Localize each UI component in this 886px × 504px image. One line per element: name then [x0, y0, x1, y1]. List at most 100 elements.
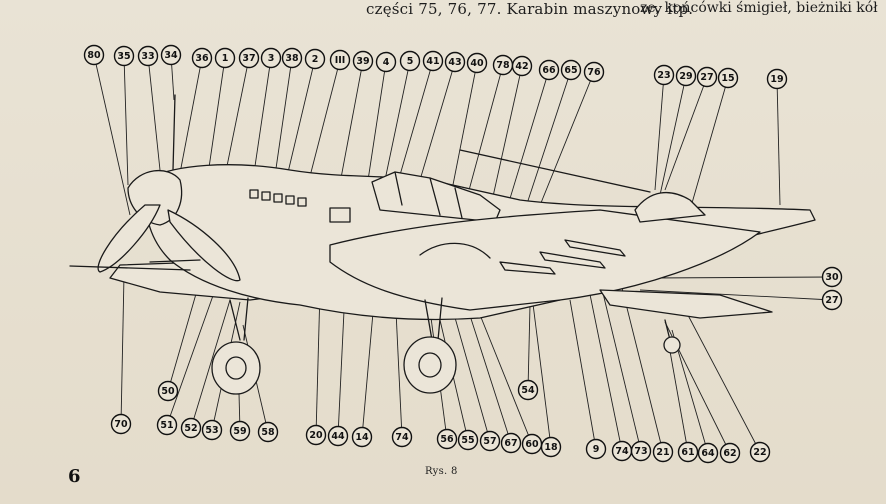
callout-label: 57 [483, 436, 496, 447]
callout-label: 18 [544, 442, 558, 453]
callout-bottom-5: 59 [229, 420, 251, 442]
callout-bottom-17: 54 [517, 379, 539, 401]
callout-circle [538, 59, 560, 81]
leader-line-top-17 [464, 64, 504, 206]
callout-top-7: 3 [260, 47, 282, 69]
callout-top-13: 5 [399, 50, 421, 72]
callout-top-4: 36 [191, 47, 213, 69]
callout-circle [457, 429, 479, 451]
leader-line-top-2 [147, 55, 161, 171]
callout-label: 43 [448, 57, 461, 68]
callout-label: III [335, 55, 346, 66]
callout-top-23: 29 [675, 65, 697, 87]
callout-circle [821, 266, 843, 288]
callout-label: 64 [701, 448, 715, 459]
callout-label: 44 [331, 431, 345, 442]
callout-label: 2 [312, 54, 319, 65]
leader-line-bottom-18 [569, 299, 597, 450]
leader-line-bottom-21 [619, 279, 664, 453]
callout-circle [583, 61, 605, 83]
callout-label: 34 [164, 50, 178, 61]
callout-bottom-15: 60 [521, 433, 543, 455]
leader-line-bottom-0 [120, 274, 125, 425]
callout-label: 73 [634, 446, 647, 457]
callout-circle [436, 428, 458, 450]
callout-circle [749, 441, 771, 463]
callout-label: 27 [825, 295, 838, 306]
callout-bottom-2: 51 [156, 414, 178, 436]
callout-bottom-6: 58 [257, 421, 279, 443]
callout-bottom-16: 18 [540, 436, 562, 458]
callout-circle [180, 417, 202, 439]
callout-bottom-10: 74 [391, 426, 413, 448]
header-text: części 75, 76, 77. Karabin maszynowy itp… [366, 0, 694, 18]
callout-circle [766, 68, 788, 90]
header-text-right: ze, końcówki śmigieł, bieżniki kół [640, 0, 878, 16]
callout-label: 65 [564, 65, 577, 76]
callout-label: 22 [753, 447, 766, 458]
leader-line-bottom-22 [667, 339, 689, 453]
callout-bottom-0: 70 [110, 413, 132, 435]
callout-top-18: 42 [511, 55, 533, 77]
callout-top-12: 4 [375, 51, 397, 73]
callout-label: 59 [233, 426, 246, 437]
callout-circle [585, 438, 607, 460]
callout-circle [717, 67, 739, 89]
callout-circle [399, 50, 421, 72]
callout-circle [630, 440, 652, 462]
callout-top-26: 19 [766, 68, 788, 90]
callout-label: 74 [615, 446, 629, 457]
callout-top-8: 38 [281, 47, 303, 69]
leader-line-top-0 [93, 54, 131, 216]
leader-line-top-14 [399, 60, 434, 176]
callout-label: 50 [161, 386, 175, 397]
callout-bottom-13: 57 [479, 430, 501, 452]
callout-label: 36 [195, 53, 209, 64]
callout-circle [157, 380, 179, 402]
callout-bottom-22: 61 [677, 441, 699, 463]
callout-top-19: 66 [538, 59, 560, 81]
callout-top-3: 34 [160, 44, 182, 66]
leader-line-top-9 [284, 58, 316, 186]
callout-circle [560, 59, 582, 81]
callout-label: 78 [496, 60, 510, 71]
leader-line-top-15 [419, 61, 456, 181]
callout-label: 56 [440, 434, 454, 445]
leader-line-top-24 [664, 76, 708, 191]
leader-line-right-0 [649, 276, 833, 279]
callout-label: 67 [504, 438, 517, 449]
callout-circle [517, 379, 539, 401]
callout-label: 14 [355, 432, 369, 443]
callout-label: 80 [87, 50, 101, 61]
callout-label: 51 [160, 420, 173, 431]
callout-label: 41 [426, 56, 439, 67]
callout-circle [304, 48, 326, 70]
leader-line-top-19 [504, 69, 550, 216]
callout-label: 42 [515, 61, 528, 72]
callout-circle [191, 47, 213, 69]
callout-circle [257, 421, 279, 443]
leader-line-bottom-7 [315, 289, 321, 436]
callout-top-15: 43 [444, 51, 466, 73]
aircraft-outline [69, 94, 816, 395]
leader-line-top-25 [689, 77, 729, 211]
callout-top-14: 41 [422, 50, 444, 72]
callout-circle [352, 50, 374, 72]
callout-label: 15 [721, 73, 734, 84]
callout-top-6: 37 [238, 47, 260, 69]
callout-circle [653, 64, 675, 86]
callout-right-0: 30 [821, 266, 843, 288]
leader-line-top-16 [449, 62, 478, 201]
callout-label: 38 [285, 53, 299, 64]
callout-label: 40 [470, 58, 484, 69]
callout-label: 5 [407, 56, 414, 67]
callout-circle [113, 45, 135, 67]
callout-label: 33 [141, 51, 154, 62]
callout-label: 1 [222, 53, 229, 64]
callout-top-2: 33 [137, 45, 159, 67]
callout-label: 76 [587, 67, 601, 78]
callout-circle [540, 436, 562, 458]
leader-line-bottom-25 [679, 299, 761, 453]
callout-bottom-24: 62 [719, 442, 741, 464]
